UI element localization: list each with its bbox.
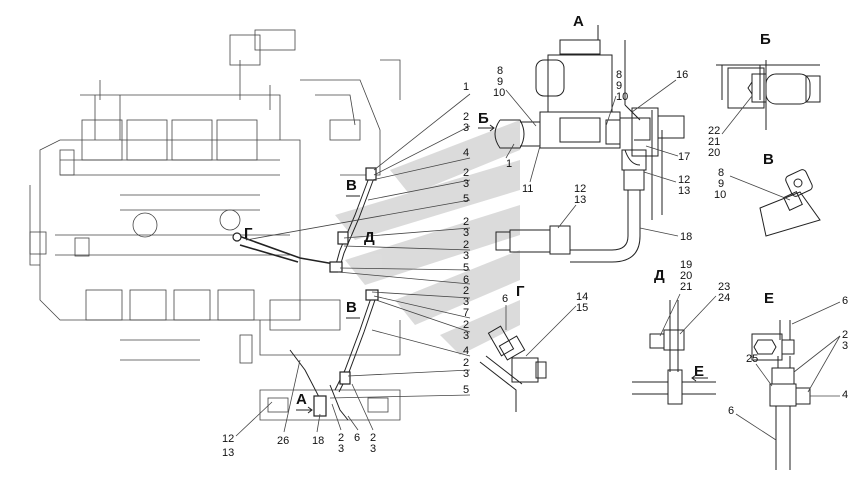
svg-text:9: 9 xyxy=(616,80,622,92)
svg-text:2: 2 xyxy=(338,432,344,444)
svg-text:Б: Б xyxy=(760,31,771,48)
svg-text:6: 6 xyxy=(354,432,360,444)
view-g-marker: Г xyxy=(244,225,253,242)
leader-label-l3b: 3 xyxy=(463,178,469,190)
leader-label-l2f: 2 xyxy=(463,319,469,331)
leader-label-l4b: 4 xyxy=(463,345,469,357)
svg-text:20: 20 xyxy=(680,270,692,282)
engine-pipelines xyxy=(232,167,379,421)
svg-text:9: 9 xyxy=(497,76,503,88)
svg-text:15: 15 xyxy=(576,302,588,314)
engine-assembly xyxy=(29,29,401,421)
svg-text:6: 6 xyxy=(842,295,848,307)
svg-text:6: 6 xyxy=(728,405,734,417)
svg-text:8: 8 xyxy=(616,69,622,81)
leader-label-l3g: 3 xyxy=(463,368,469,380)
svg-text:13: 13 xyxy=(678,185,690,197)
svg-text:2: 2 xyxy=(842,329,848,341)
svg-text:1: 1 xyxy=(506,158,512,170)
view-g-detail: Г 6 14 15 xyxy=(479,283,588,412)
view-v-lower: В xyxy=(346,299,357,316)
svg-text:3: 3 xyxy=(370,443,376,455)
svg-text:24: 24 xyxy=(718,292,730,304)
leader-label-l2d: 2 xyxy=(463,239,469,251)
watermark-logo xyxy=(335,120,520,355)
leader-label-l2g: 2 xyxy=(463,357,469,369)
view-v-detail: В 8 9 10 xyxy=(714,151,821,237)
svg-text:10: 10 xyxy=(493,87,505,99)
svg-text:Д: Д xyxy=(654,267,665,284)
view-b-detail: Б 22 21 20 xyxy=(708,31,821,159)
svg-text:Е: Е xyxy=(764,290,774,307)
svg-text:13: 13 xyxy=(574,194,586,206)
svg-text:17: 17 xyxy=(678,151,690,163)
svg-text:22: 22 xyxy=(708,125,720,137)
view-v-upper: В xyxy=(346,177,357,194)
svg-text:8: 8 xyxy=(497,65,503,77)
svg-text:26: 26 xyxy=(277,435,289,447)
svg-text:3: 3 xyxy=(842,340,848,352)
bottom-labels: 12 13 26 18 2 3 6 2 3 xyxy=(222,359,376,459)
svg-text:20: 20 xyxy=(708,147,720,159)
svg-text:В: В xyxy=(763,151,774,168)
svg-text:Б: Б xyxy=(478,110,489,127)
view-d-marker: Д xyxy=(364,229,375,246)
view-a-arrow xyxy=(296,406,313,414)
leader-lines-center xyxy=(245,93,471,399)
svg-text:21: 21 xyxy=(680,281,692,293)
leader-label-l3c: 3 xyxy=(463,227,469,239)
svg-text:18: 18 xyxy=(680,231,692,243)
view-a-marker: А xyxy=(296,391,307,408)
svg-text:А: А xyxy=(573,13,584,30)
leader-label-l3e: 3 xyxy=(463,296,469,308)
leader-label-l2a: 2 xyxy=(463,111,469,123)
svg-text:10: 10 xyxy=(616,91,628,103)
leader-label-l5a: 5 xyxy=(463,193,469,205)
leader-label-l3d: 3 xyxy=(463,250,469,262)
svg-text:13: 13 xyxy=(222,447,234,459)
leader-label-l4a: 4 xyxy=(463,147,469,159)
svg-text:6: 6 xyxy=(502,293,508,305)
svg-text:9: 9 xyxy=(718,178,724,190)
svg-text:23: 23 xyxy=(718,281,730,293)
leader-label-l5b: 5 xyxy=(463,262,469,274)
svg-text:18: 18 xyxy=(312,435,324,447)
leader-label-l5c: 5 xyxy=(463,384,469,396)
svg-text:21: 21 xyxy=(708,136,720,148)
view-d-detail: Д 19 20 21 23 24 Е xyxy=(632,259,730,405)
svg-text:2: 2 xyxy=(370,432,376,444)
leader-label-l2e: 2 xyxy=(463,285,469,297)
leader-label-l6a: 6 xyxy=(463,274,469,286)
svg-text:12: 12 xyxy=(574,183,586,195)
leader-label-l3a: 3 xyxy=(463,122,469,134)
svg-text:14: 14 xyxy=(576,291,588,303)
svg-text:Е: Е xyxy=(694,363,704,380)
leader-label-l3f: 3 xyxy=(463,330,469,342)
svg-text:16: 16 xyxy=(676,69,688,81)
svg-text:12: 12 xyxy=(222,433,234,445)
view-e-detail: Е 6 2 3 25 4 6 xyxy=(728,290,848,470)
leader-label-l7: 7 xyxy=(463,307,469,319)
svg-text:10: 10 xyxy=(714,189,726,201)
svg-text:19: 19 xyxy=(680,259,692,271)
svg-text:Г: Г xyxy=(516,283,525,300)
svg-text:8: 8 xyxy=(718,167,724,179)
leader-label-l2c: 2 xyxy=(463,216,469,228)
leader-label-l2b: 2 xyxy=(463,167,469,179)
svg-text:12: 12 xyxy=(678,174,690,186)
svg-text:11: 11 xyxy=(522,183,533,195)
leader-label-l1: 1 xyxy=(463,81,469,93)
svg-text:3: 3 xyxy=(338,443,344,455)
view-a-detail: А Б 8 9 10 8 xyxy=(478,13,692,263)
svg-text:25: 25 xyxy=(746,353,758,365)
svg-text:4: 4 xyxy=(842,389,848,401)
